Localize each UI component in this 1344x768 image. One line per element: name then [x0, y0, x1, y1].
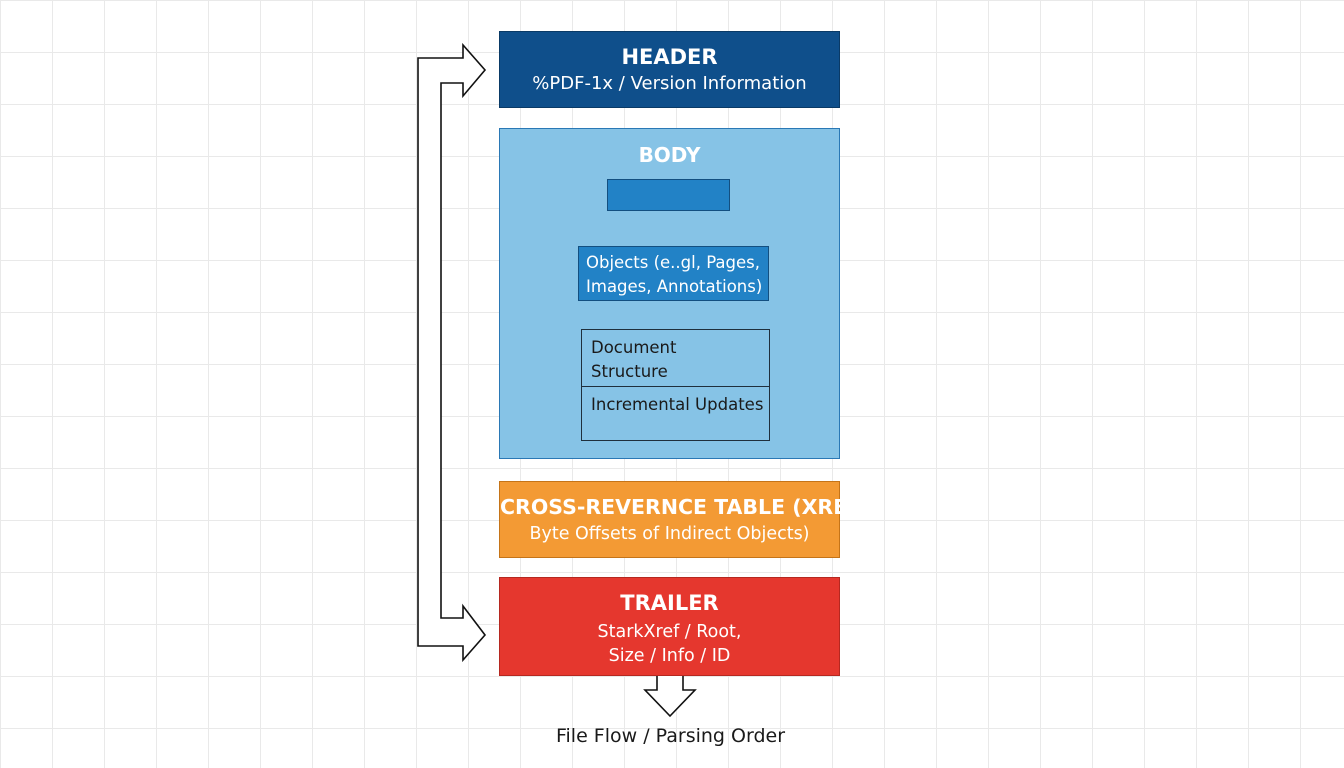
xref-block: CROSS-REVERNCE TABLE (XREF Byte Offsets …: [499, 481, 862, 558]
document-structure-line-1: Document: [591, 338, 677, 357]
objects-node: Objects (e..gl, Pages, Images, Annotatio…: [578, 246, 769, 301]
incremental-updates-node: Incremental Updates: [581, 386, 770, 441]
xref-subtitle: Byte Offsets of Indirect Objects): [529, 524, 810, 544]
header-title: HEADER: [621, 45, 718, 69]
bracket-arrow-outer: [417, 42, 487, 663]
header-subtitle: %PDF-1x / Version Information: [532, 73, 807, 94]
document-structure-node: Document Structure: [581, 329, 770, 387]
body-top-node: [607, 179, 730, 211]
diagram-caption: File Flow / Parsing Order: [555, 725, 786, 747]
objects-line-1: Objects (e..gl, Pages,: [586, 253, 760, 272]
trailer-line-2: Size / Info / ID: [608, 646, 731, 666]
header-block: HEADER %PDF-1x / Version Information: [499, 31, 840, 108]
objects-line-2: Images, Annotations): [586, 277, 763, 296]
incremental-updates-label: Incremental Updates: [591, 395, 764, 414]
down-arrow-icon: [643, 676, 697, 718]
xref-title: CROSS-REVERNCE TABLE (XREF: [500, 495, 862, 519]
trailer-block: TRAILER StarkXref / Root, Size / Info / …: [499, 577, 840, 676]
trailer-title: TRAILER: [620, 591, 719, 615]
body-title: BODY: [638, 143, 701, 167]
document-structure-line-2: Structure: [591, 362, 668, 381]
trailer-line-1: StarkXref / Root,: [597, 622, 742, 642]
